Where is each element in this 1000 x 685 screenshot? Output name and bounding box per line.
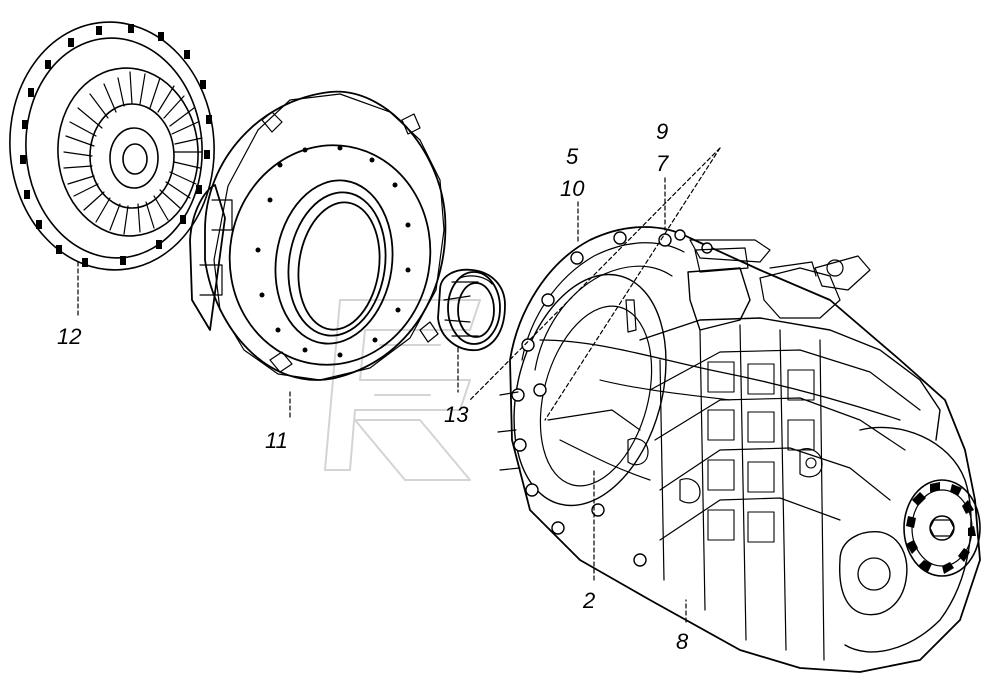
callout-label-8: 8 <box>676 629 689 654</box>
pressure-plate-part <box>189 90 447 381</box>
callout-label-13: 13 <box>444 402 469 427</box>
callout-label-5: 5 <box>566 144 579 169</box>
callout-label-10: 10 <box>560 176 585 201</box>
watermark <box>324 299 481 481</box>
release-bearing-part <box>437 268 506 351</box>
clutch-disc-part <box>9 21 215 271</box>
gearbox-leader-lines <box>469 147 721 623</box>
callout-label-9: 9 <box>656 119 669 144</box>
callout-label-12: 12 <box>57 324 82 349</box>
callout-label-2: 2 <box>583 588 596 613</box>
gearbox-housing-part <box>497 226 981 673</box>
callout-label-11: 11 <box>265 428 288 453</box>
callout-label-7: 7 <box>656 151 669 176</box>
